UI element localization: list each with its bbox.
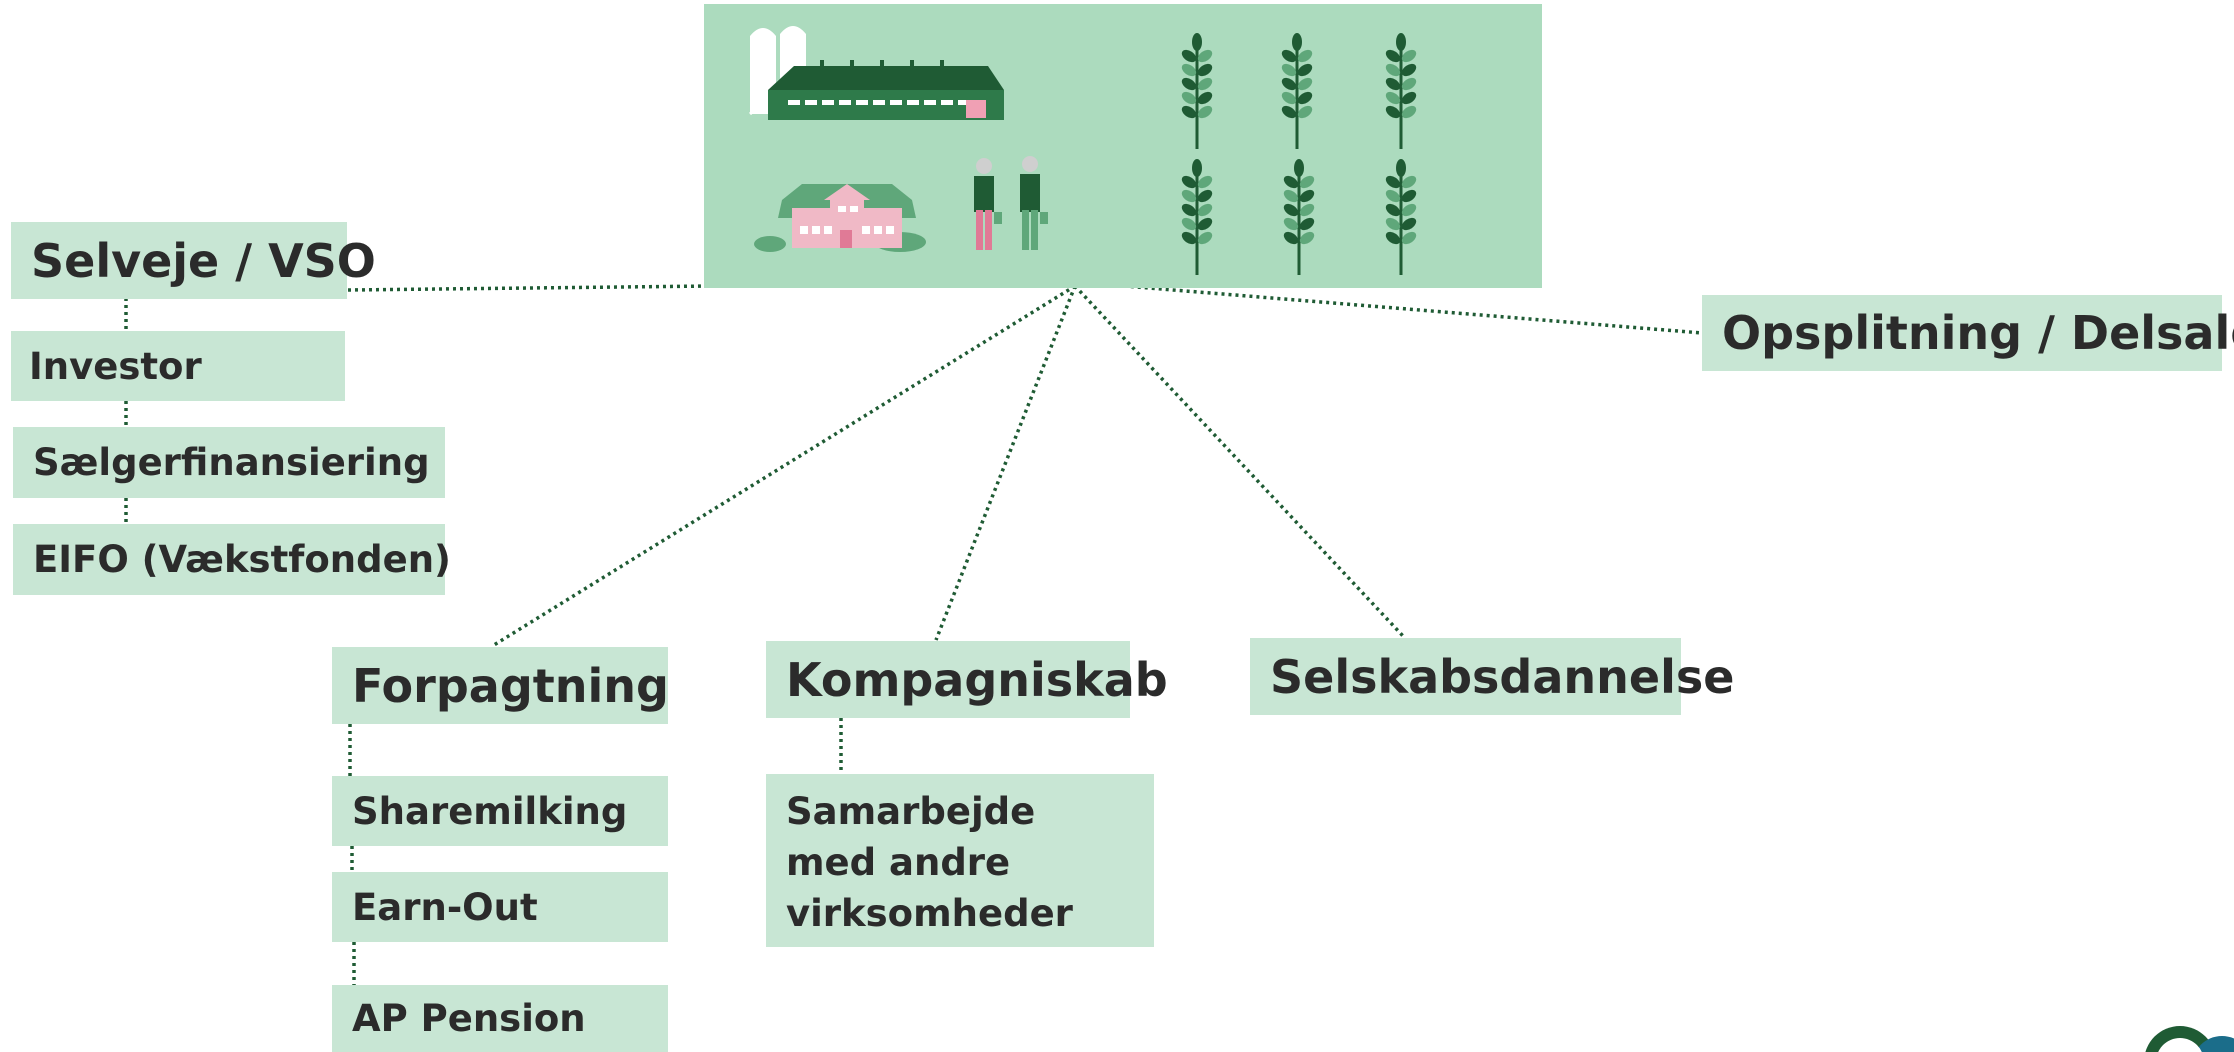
farmer-couple-icon [974, 156, 1048, 250]
connector-kompagniskab [934, 285, 1077, 641]
farm-illustration [704, 4, 1542, 288]
node-opsplitning: Opsplitning / Delsalg [1702, 295, 2234, 371]
logo-icon [2145, 1026, 2234, 1052]
wheat-icon [1181, 33, 1213, 149]
node-sharemilking: Sharemilking [332, 776, 668, 846]
connector-forpagtning [493, 284, 1076, 647]
node-eifo: EIFO (Vækstfonden) [13, 524, 451, 595]
node-investor: Investor [11, 331, 345, 401]
node-appension: AP Pension [332, 985, 668, 1052]
node-selskabsdannelse: Selskabsdannelse [1250, 638, 1734, 715]
wheat-icon [1281, 33, 1313, 149]
farmhouse-icon [754, 184, 926, 252]
wheat-field [1181, 33, 1417, 275]
barn-icon [768, 60, 1004, 120]
node-samarbejde: Samarbejde med andre virksomheder [766, 774, 1154, 947]
node-selveje: Selveje / VSO [11, 222, 376, 299]
wheat-icon [1385, 33, 1417, 149]
wheat-icon [1283, 159, 1315, 275]
connector-opsplitning [1074, 280, 1703, 335]
connector-selskabsdannelse [1073, 284, 1405, 638]
node-saelgerfinansiering: Sælgerfinansiering [13, 427, 445, 498]
node-forpagtning: Forpagtning [332, 647, 669, 724]
node-earnout: Earn-Out [332, 872, 668, 942]
wheat-icon [1181, 159, 1213, 275]
wheat-icon [1385, 159, 1417, 275]
connector-selveje [347, 280, 1076, 292]
node-kompagniskab: Kompagniskab [766, 641, 1168, 718]
